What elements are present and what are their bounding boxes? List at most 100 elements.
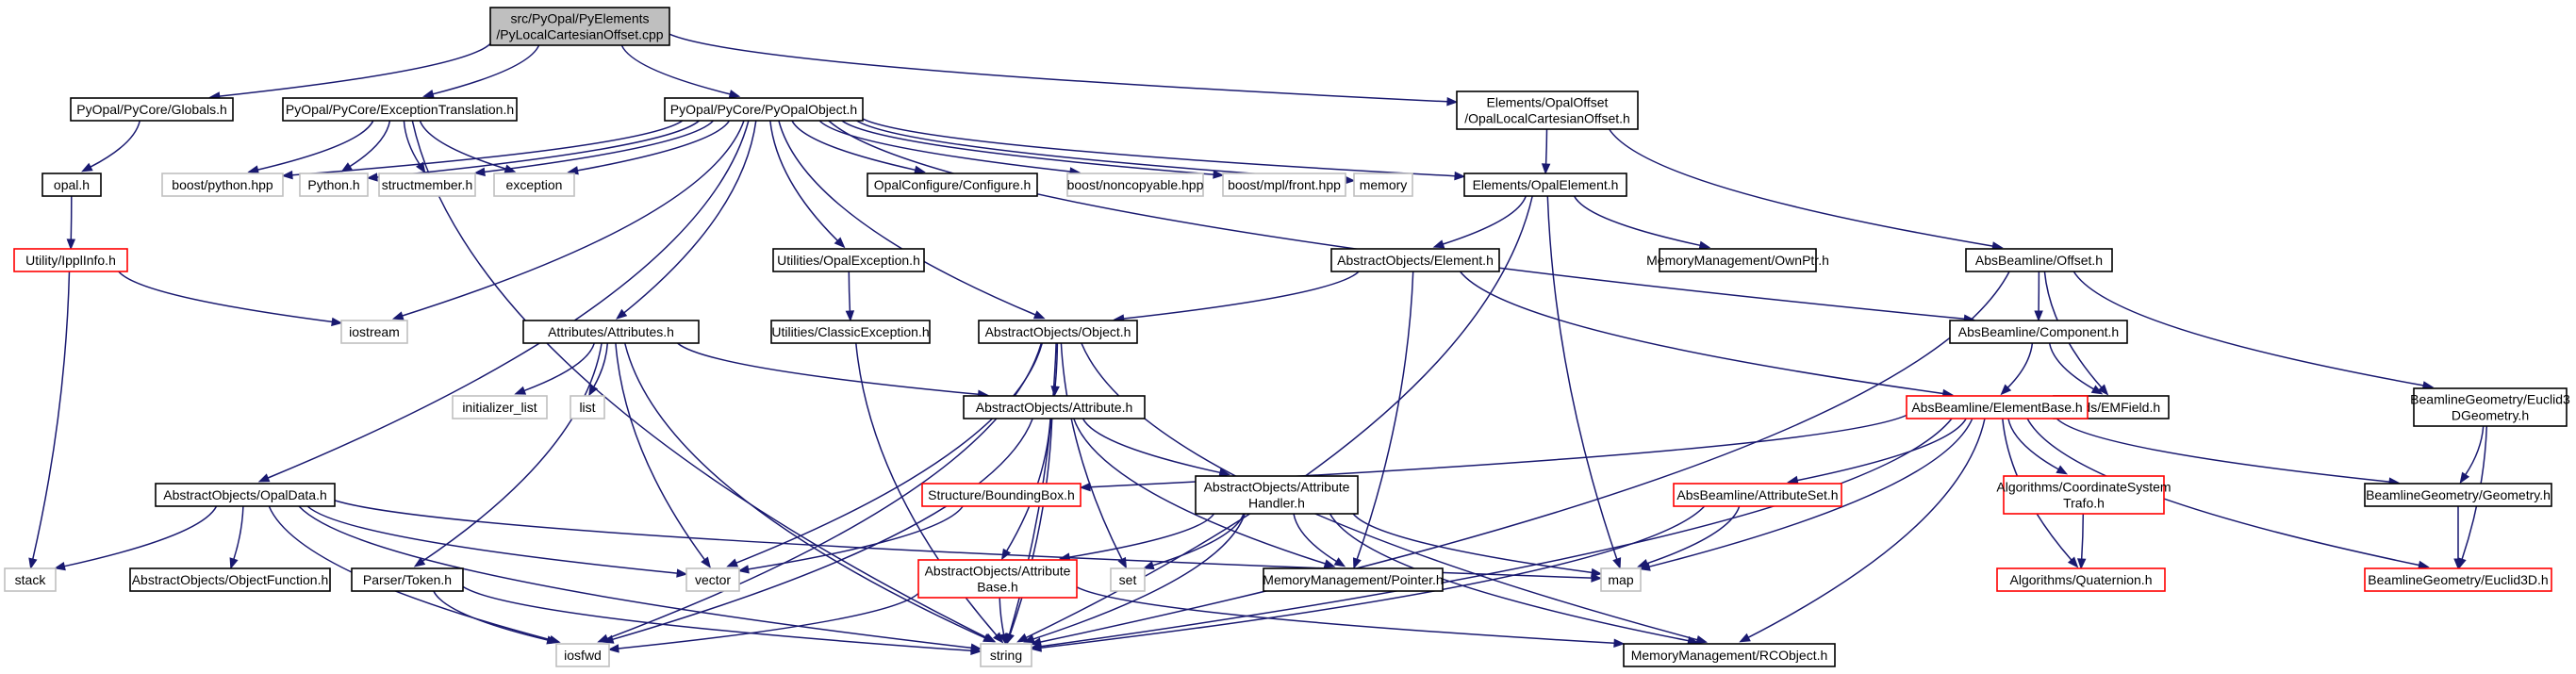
arrowhead-root-to-exctrans bbox=[422, 90, 435, 99]
node-geometry[interactable]: BeamlineGeometry/Geometry.h bbox=[2364, 483, 2552, 507]
node-box bbox=[452, 395, 548, 419]
node-aoelement[interactable]: AbstractObjects/Element.h bbox=[1330, 248, 1500, 272]
node-opalh[interactable]: opal.h bbox=[41, 173, 102, 197]
node-label: list bbox=[579, 400, 595, 415]
node-root[interactable]: src/PyOpal/PyElements/PyLocalCartesianOf… bbox=[489, 7, 670, 46]
arrowhead-elementbase-to-quaternion bbox=[2067, 556, 2079, 568]
node-classicexc[interactable]: Utilities/ClassicException.h bbox=[770, 320, 931, 344]
node-quaternion[interactable]: Algorithms/Quaternion.h bbox=[1996, 567, 2166, 592]
edge-elementbase-to-map bbox=[1648, 418, 1973, 567]
node-box bbox=[299, 173, 369, 197]
edge-exctrans-to-boostpy bbox=[257, 120, 374, 171]
arrowhead-attrhandler-to-pointer bbox=[1333, 557, 1346, 567]
edge-boundingbox-to-vector bbox=[748, 505, 964, 570]
node-boundingbox[interactable]: Structure/BoundingBox.h bbox=[921, 483, 1082, 507]
node-box bbox=[2364, 567, 2552, 592]
node-ownptr[interactable]: MemoryManagement/OwnPtr.h bbox=[1646, 248, 1829, 272]
node-label: Parser/Token.h bbox=[363, 572, 452, 587]
arrowhead-attributesh-to-token bbox=[413, 557, 426, 567]
edge-aoattribute-to-iosfwd bbox=[612, 418, 1033, 641]
edge-attributesh-to-string bbox=[623, 342, 985, 639]
arrowhead-absoffset-to-emfield bbox=[2097, 384, 2109, 396]
node-box bbox=[4, 567, 57, 592]
node-structmember: structmember.h bbox=[378, 173, 476, 197]
node-opaldata[interactable]: AbstractObjects/OpalData.h bbox=[155, 483, 336, 507]
arrowhead-elementbase-to-coordtrafo bbox=[2056, 465, 2069, 475]
node-elementbase[interactable]: AbsBeamline/ElementBase.h bbox=[1906, 395, 2089, 419]
arrowhead-attrbase-to-string bbox=[999, 633, 1009, 646]
edge-pyopalobj-to-opalexception bbox=[769, 120, 838, 241]
node-label: AbstractObjects/Element.h bbox=[1337, 253, 1494, 268]
node-component[interactable]: AbsBeamline/Component.h bbox=[1949, 320, 2128, 344]
node-box bbox=[1463, 173, 1627, 197]
node-label: Elements/OpalOffset bbox=[1487, 95, 1609, 110]
node-layer: src/PyOpal/PyElements/PyLocalCartesianOf… bbox=[4, 7, 2570, 667]
edge-attributesh-to-token bbox=[421, 342, 603, 562]
node-label: iosfwd bbox=[564, 648, 602, 663]
edge-aoobject-to-vector bbox=[735, 342, 1044, 564]
arrowhead-aoelement-to-pointer bbox=[1352, 557, 1362, 569]
edge-elementbase-to-coordtrafo bbox=[2007, 418, 2059, 470]
edge-opaldata-to-objfunction bbox=[233, 505, 244, 560]
node-box bbox=[1949, 320, 2128, 344]
edge-root-to-exctrans bbox=[432, 44, 540, 95]
node-opalelement[interactable]: Elements/OpalElement.h bbox=[1463, 173, 1627, 197]
node-attributesh[interactable]: Attributes/Attributes.h bbox=[522, 320, 700, 344]
arrowhead-exctrans-to-boostpy bbox=[247, 165, 259, 174]
arrowhead-opalexception-to-classicexc bbox=[845, 310, 855, 322]
edge-globals-to-opalh bbox=[90, 120, 141, 168]
node-exctrans[interactable]: PyOpal/PyCore/ExceptionTranslation.h bbox=[282, 97, 518, 122]
node-box bbox=[555, 643, 610, 667]
edge-elementbase-to-geometry bbox=[2056, 418, 2390, 483]
node-opallocal[interactable]: Elements/OpalOffset/OpalLocalCartesianOf… bbox=[1456, 90, 1639, 130]
node-box bbox=[41, 173, 102, 197]
node-attributeset[interactable]: AbsBeamline/AttributeSet.h bbox=[1673, 483, 1842, 507]
node-box bbox=[493, 173, 575, 197]
node-label: PyOpal/PyCore/ExceptionTranslation.h bbox=[286, 102, 514, 117]
edge-aoelement-to-pointer bbox=[1356, 271, 1414, 560]
arrowhead-pyopalobj-to-opalexception bbox=[834, 237, 846, 249]
node-label: AbsBeamline/AttributeSet.h bbox=[1676, 487, 1838, 502]
node-memory: memory bbox=[1353, 173, 1413, 197]
arrowhead-elementbase-to-boundingbox bbox=[1079, 482, 1091, 492]
node-aoobject[interactable]: AbstractObjects/Object.h bbox=[978, 320, 1138, 344]
node-pointer[interactable]: MemoryManagement/Pointer.h bbox=[1263, 567, 1444, 592]
node-aoattribute[interactable]: AbstractObjects/Attribute.h bbox=[963, 395, 1146, 419]
edge-attrbase-to-iosfwd bbox=[618, 592, 919, 649]
node-euclid3d[interactable]: BeamlineGeometry/Euclid3D.h bbox=[2364, 567, 2552, 592]
edge-aoelement-to-aoobject bbox=[1123, 271, 1360, 320]
node-label: Utility/IpplInfo.h bbox=[25, 253, 116, 268]
node-absoffset[interactable]: AbsBeamline/Offset.h bbox=[1965, 248, 2113, 272]
node-label: /PyLocalCartesianOffset.cpp bbox=[496, 27, 663, 42]
edge-root-to-globals bbox=[219, 42, 491, 97]
node-globals[interactable]: PyOpal/PyCore/Globals.h bbox=[70, 97, 234, 122]
node-label: AbstractObjects/Attribute.h bbox=[976, 400, 1133, 415]
edge-exctrans-to-pythonh bbox=[349, 120, 391, 168]
node-token[interactable]: Parser/Token.h bbox=[351, 567, 464, 592]
node-ipplinfo[interactable]: Utility/IpplInfo.h bbox=[13, 248, 128, 272]
node-objfunction[interactable]: AbstractObjects/ObjectFunction.h bbox=[129, 567, 331, 592]
edge-coordtrafo-to-quaternion bbox=[2080, 513, 2085, 560]
node-label: AbstractObjects/Attribute bbox=[1204, 480, 1350, 495]
node-box bbox=[129, 567, 331, 592]
node-opalexception[interactable]: Utilities/OpalException.h bbox=[772, 248, 925, 272]
node-box bbox=[340, 320, 408, 344]
node-label: Utilities/OpalException.h bbox=[777, 253, 920, 268]
node-box bbox=[1222, 173, 1346, 197]
node-rcobject[interactable]: MemoryManagement/RCObject.h bbox=[1623, 643, 1836, 667]
arrowhead-component-to-emfield bbox=[2090, 385, 2104, 395]
node-configure[interactable]: OpalConfigure/Configure.h bbox=[867, 173, 1038, 197]
arrowhead-opalelement-to-map bbox=[1612, 557, 1622, 569]
node-box bbox=[1600, 567, 1642, 592]
node-box bbox=[978, 320, 1138, 344]
node-box bbox=[770, 320, 931, 344]
node-label: MemoryManagement/RCObject.h bbox=[1631, 648, 1828, 663]
node-pyopalobj[interactable]: PyOpal/PyCore/PyOpalObject.h bbox=[664, 97, 864, 122]
node-label: AbstractObjects/Object.h bbox=[985, 324, 1131, 339]
node-box bbox=[1353, 173, 1413, 197]
